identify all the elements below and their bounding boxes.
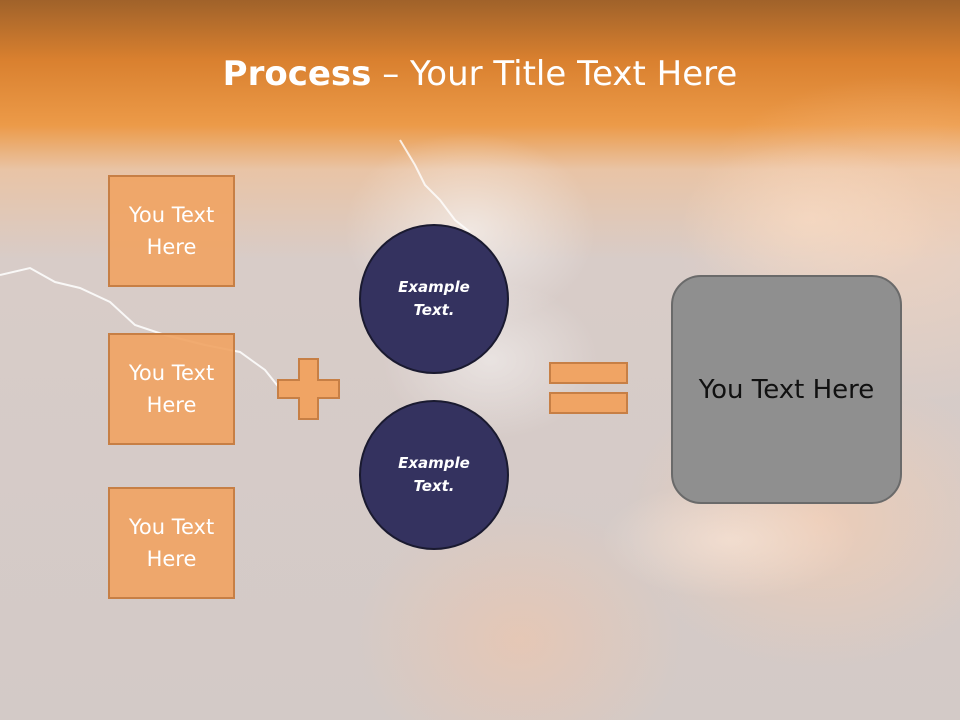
circle-label: Example Text.: [398, 454, 470, 495]
result-box: You Text Here: [671, 275, 902, 504]
equals-icon: [549, 362, 628, 414]
input-box-2: You Text Here: [108, 333, 235, 445]
page-title: Process – Your Title Text Here: [0, 52, 960, 96]
input-box-label: You Text Here: [128, 361, 215, 417]
title-dash: –: [371, 54, 411, 94]
example-circle-1: Example Text.: [359, 224, 509, 374]
title-bold: Process: [222, 54, 372, 94]
input-box-label: You Text Here: [128, 203, 215, 259]
plus-icon: [277, 358, 340, 420]
input-box-1: You Text Here: [108, 175, 235, 287]
circle-label: Example Text.: [398, 278, 470, 319]
result-label: You Text Here: [698, 374, 875, 405]
input-box-3: You Text Here: [108, 487, 235, 599]
input-box-label: You Text Here: [128, 515, 215, 571]
title-rest: Your Title Text Here: [410, 54, 738, 94]
example-circle-2: Example Text.: [359, 400, 509, 550]
